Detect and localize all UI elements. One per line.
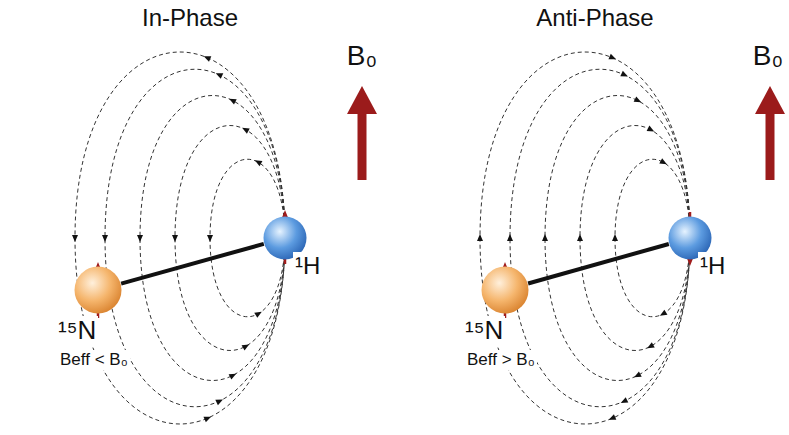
panel-title: In-Phase [142,4,238,32]
field-arrowhead [507,234,513,241]
chemical-bond [528,244,669,284]
field-arrowhead [229,371,238,380]
nitrogen-atom: ¹⁵NBeff > B₀ [481,266,529,314]
field-line [105,69,285,407]
b0-arrow-head [347,86,377,114]
field-arrowhead [228,96,237,104]
b0-arrow [755,86,785,180]
dipole-field-lines [72,52,690,424]
field-arrowhead [214,70,223,78]
field-arrowhead [203,414,212,422]
field-arrowhead [215,397,224,405]
field-relation: Beff < B₀ [58,350,130,370]
field-arrowhead [203,53,212,61]
field-line [510,69,690,407]
field-arrowhead [608,414,617,422]
field-line [545,96,690,381]
b0-arrow [347,86,377,180]
panel-title: Anti-Phase [536,4,653,32]
chemical-bond [121,244,264,284]
atom-label: ¹⁵N [463,316,505,346]
hydrogen-atom: ¹H [263,216,307,260]
b0-arrow-shaft [766,110,775,180]
field-arrowhead [542,234,548,241]
field-label: B₀ [753,40,783,72]
field-arrowhead [241,125,250,134]
hydrogen-atom: ¹H [668,216,712,260]
field-arrowhead [172,235,178,242]
field-arrowhead [72,235,78,242]
field-arrowhead [620,71,629,79]
field-arrowhead [254,309,263,318]
field-arrowhead [659,158,668,167]
field-arrowhead [612,234,618,241]
atom-label: ¹H [698,252,727,280]
field-label: B₀ [347,40,377,72]
field-arrowhead [242,342,251,351]
b0-arrow-shaft [358,110,367,180]
field-arrowhead [577,234,583,241]
field-relation: Beff > B₀ [465,350,537,370]
atom-sphere [481,266,529,314]
field-arrowhead [619,397,628,405]
atom-label: ¹H [293,252,322,280]
field-arrowhead [137,235,143,242]
atom-circle [75,267,122,314]
field-arrowhead [646,342,655,351]
atom-label: ¹⁵N [56,316,98,346]
field-arrowhead [647,126,656,135]
field-line [140,96,285,381]
field-arrowhead [633,371,642,380]
atom-circle [482,267,529,314]
field-arrowhead [658,310,667,319]
atom-sphere [74,266,122,314]
field-arrowhead [253,158,262,167]
nitrogen-atom: ¹⁵NBeff < B₀ [74,266,122,314]
field-arrowhead [634,96,643,104]
field-arrowhead [608,54,617,62]
field-arrowhead [207,235,213,242]
field-arrowhead [477,234,483,241]
b0-arrow-head [755,86,785,114]
field-arrowhead [102,235,108,242]
